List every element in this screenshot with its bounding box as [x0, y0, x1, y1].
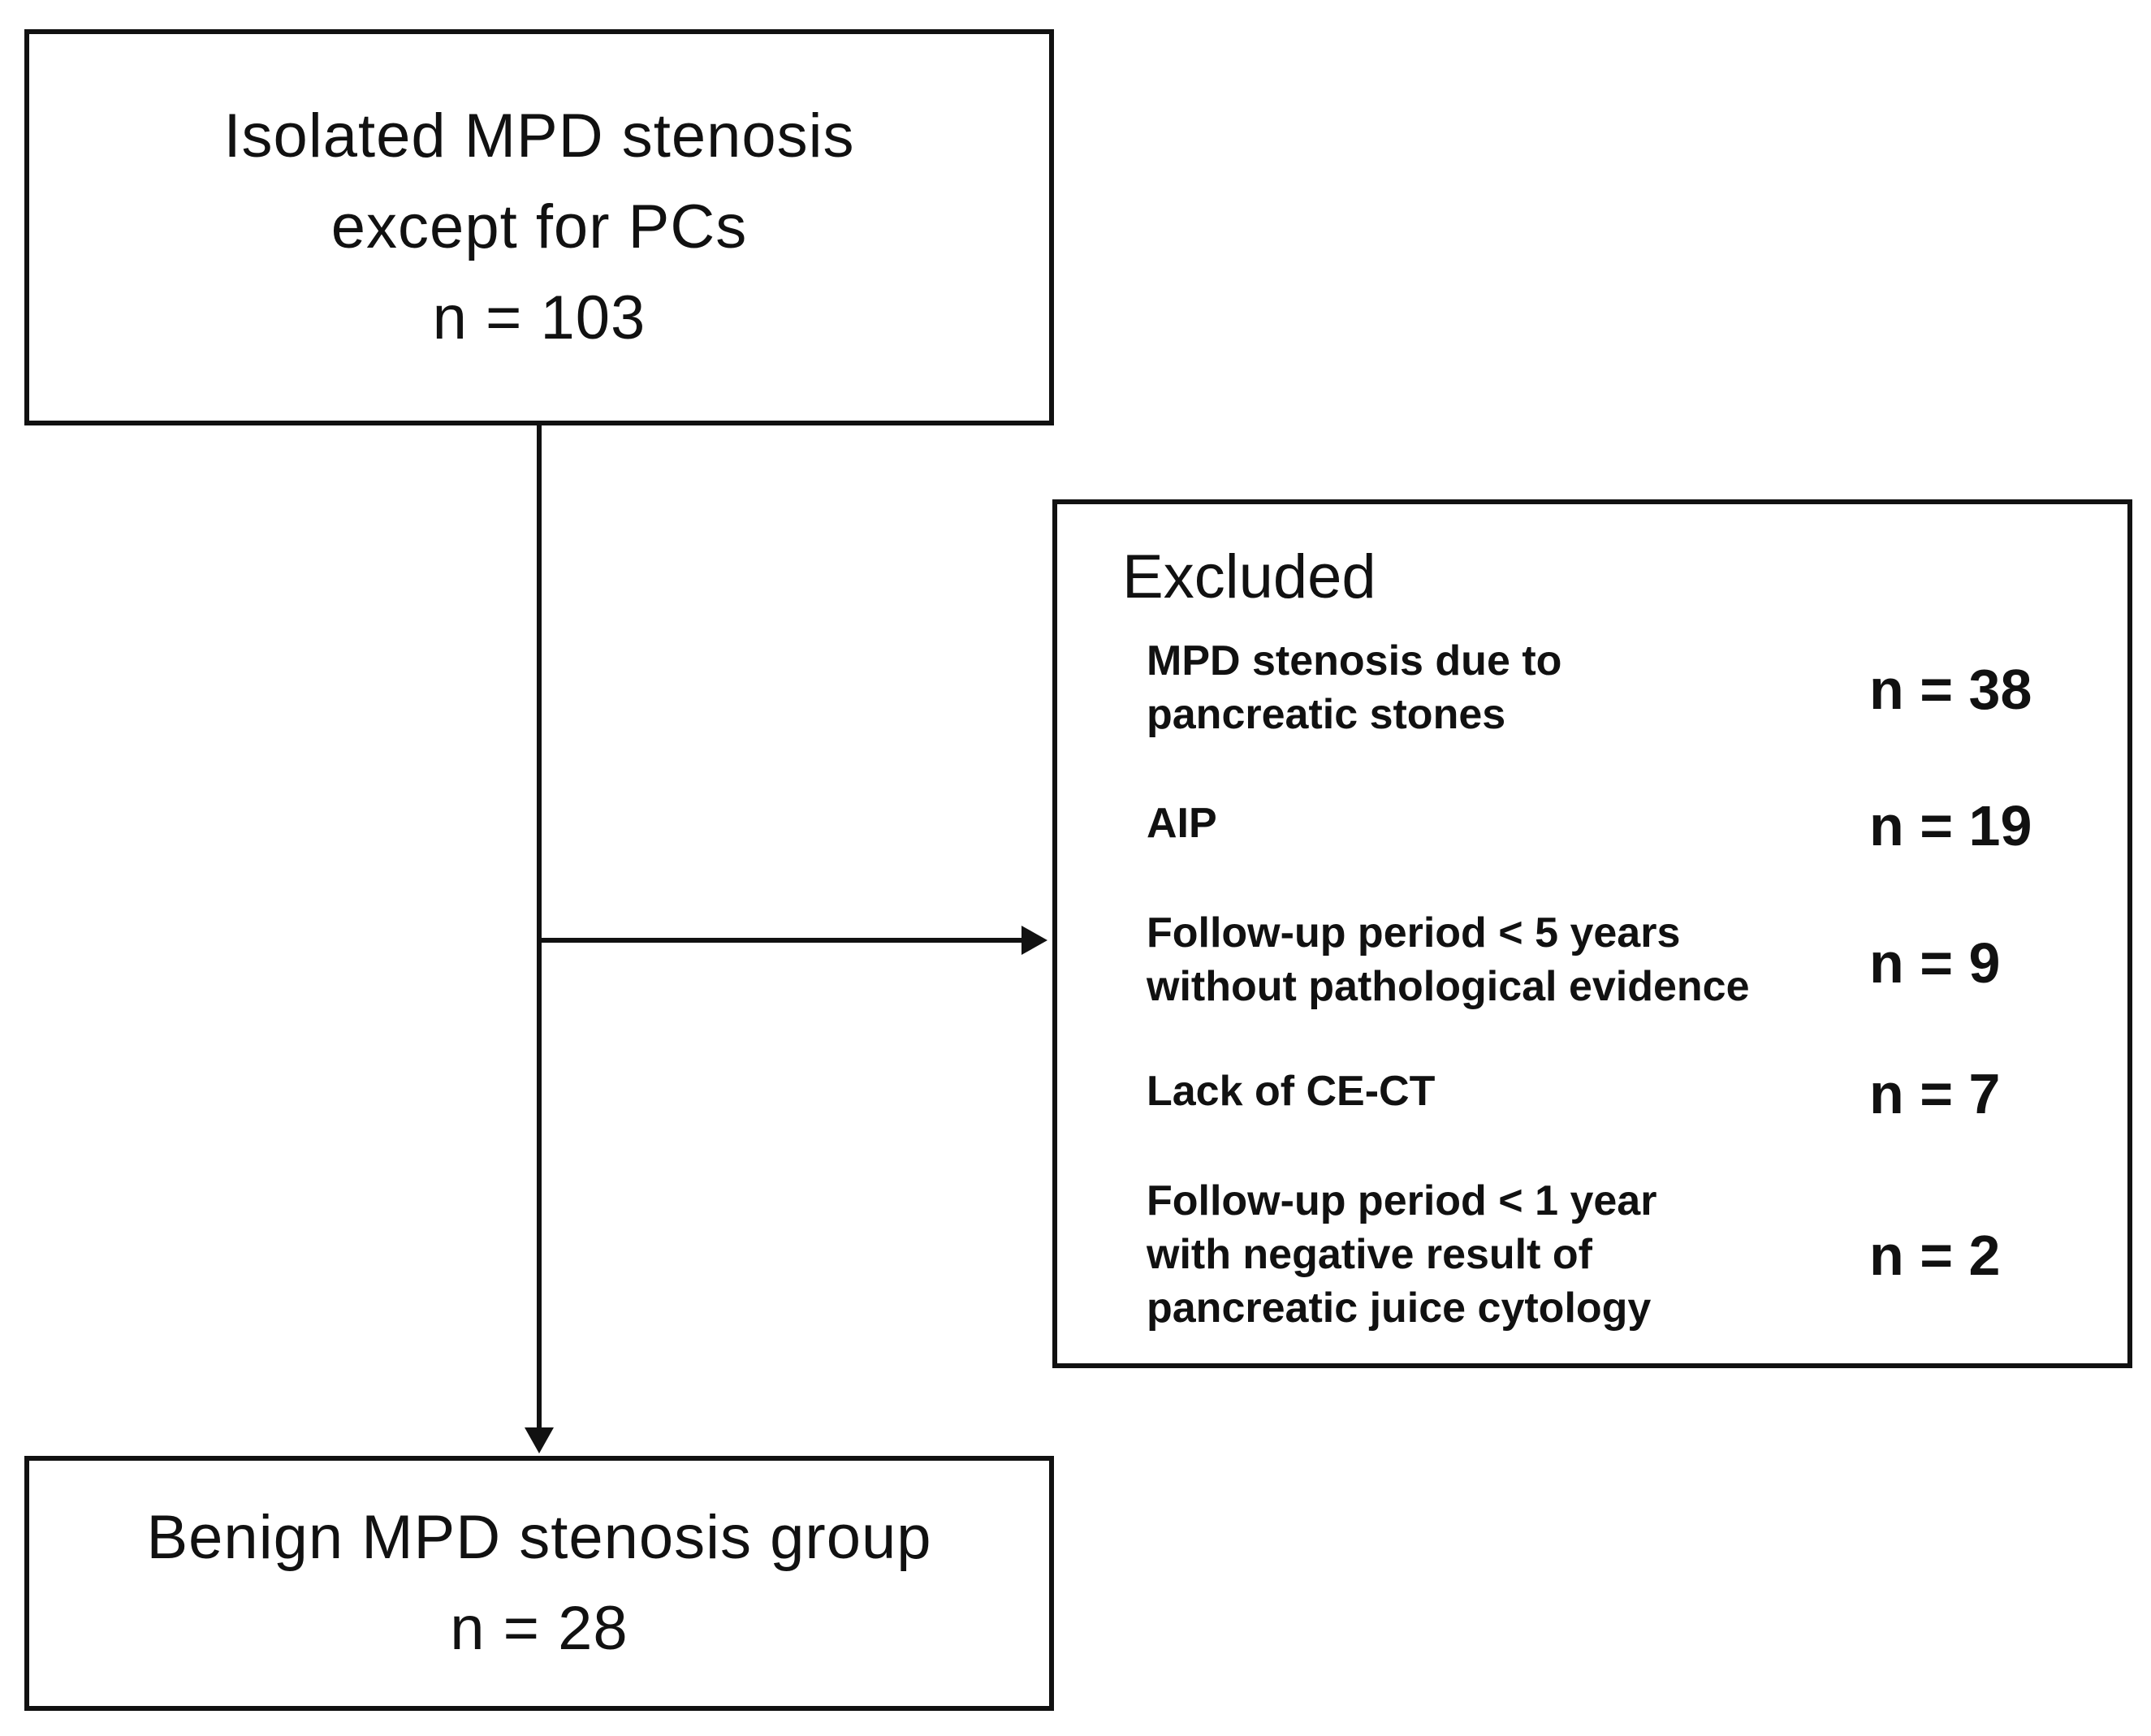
final-group-count: n = 28 [450, 1594, 628, 1663]
excluded-item-count: n = 7 [1869, 1062, 2001, 1125]
excluded-item-label: Follow-up period < 1 year with negative … [1147, 1177, 1657, 1332]
initial-cohort-line1: Isolated MPD stenosis [223, 101, 855, 171]
initial-cohort-box: Isolated MPD stenosis except for PCs n =… [24, 29, 1054, 425]
initial-cohort-line2: except for PCs [330, 192, 748, 261]
down-arrowhead-icon [525, 1427, 554, 1453]
excluded-item-count: n = 9 [1869, 931, 2001, 995]
excluded-item-label: MPD stenosis due to pancreatic stones [1147, 637, 1562, 738]
excluded-title: Excluded [1122, 542, 1376, 611]
excluded-item-count: n = 19 [1869, 794, 2032, 857]
final-group-text: Benign MPD stenosis group n = 28 [146, 1492, 931, 1674]
final-group-line1: Benign MPD stenosis group [146, 1503, 932, 1572]
excluded-item-label: Follow-up period < 5 years without patho… [1147, 909, 1750, 1010]
final-group-box: Benign MPD stenosis group n = 28 [24, 1456, 1054, 1711]
excluded-item-label: Lack of CE-CT [1147, 1068, 1436, 1115]
excluded-item-count: n = 38 [1869, 658, 2032, 721]
initial-cohort-count: n = 103 [432, 283, 646, 352]
excluded-box: Excluded MPD stenosis due to pancreatic … [1052, 499, 2132, 1368]
excluded-item-count: n = 2 [1869, 1224, 2001, 1287]
excluded-item-label: AIP [1147, 800, 1217, 847]
initial-cohort-text: Isolated MPD stenosis except for PCs n =… [223, 91, 854, 364]
right-arrowhead-icon [1022, 926, 1047, 955]
